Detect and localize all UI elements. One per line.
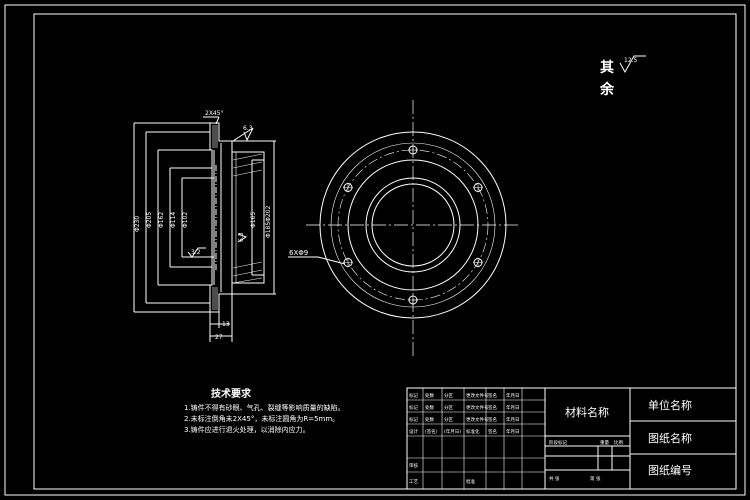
roughness-note: 其 余 12.5	[599, 55, 646, 98]
dim-d162: Φ162	[158, 212, 165, 228]
dim-27: 27	[215, 334, 223, 341]
svg-text:更改文件号: 更改文件号	[466, 392, 489, 399]
svg-text:更改文件号: 更改文件号	[466, 416, 489, 423]
outer-border	[4, 4, 746, 496]
dim-d230: Φ230	[134, 216, 141, 232]
drawing-name: 图纸名称	[648, 431, 692, 445]
svg-text:签名: 签名	[488, 392, 497, 399]
svg-text:标记: 标记	[409, 392, 418, 399]
svg-text:阶段标记: 阶段标记	[549, 439, 567, 446]
svg-text:标记: 标记	[409, 404, 418, 411]
svg-text:分区: 分区	[444, 404, 453, 411]
dim-13: 13	[222, 321, 230, 328]
title-block	[406, 387, 737, 490]
svg-text:签名: 签名	[488, 404, 497, 411]
tech-requirement-1: 1.铸件不得有砂眼、气孔、裂缝等影响质量的缺陷。	[184, 403, 345, 412]
svg-text:签名: 签名	[488, 416, 497, 423]
svg-text:标准化: 标准化	[466, 428, 480, 435]
svg-text:更改文件号: 更改文件号	[466, 404, 489, 411]
svg-text:标记: 标记	[409, 416, 418, 423]
svg-text:第 张: 第 张	[590, 475, 601, 482]
inner-roughness-right: 6.3	[238, 232, 245, 242]
bore-circle-d102	[371, 183, 455, 267]
inner-border	[33, 13, 737, 490]
roughness-label-1: 其	[600, 60, 614, 76]
roughness-value: 12.5	[624, 57, 638, 64]
svg-text:批准: 批准	[466, 478, 475, 485]
svg-text:处数: 处数	[425, 392, 434, 399]
inner-roughness-left: 3.2	[191, 249, 201, 256]
svg-text:年月日: 年月日	[506, 392, 520, 399]
unit-name: 单位名称	[648, 398, 692, 412]
top-roughness-value: 6.3	[243, 125, 253, 132]
circle-d162	[347, 159, 479, 291]
roughness-label-2: 余	[599, 81, 615, 98]
tech-requirement-2: 2.未标注倒角未2X45°，未标注圆角为R=5mm。	[184, 414, 339, 423]
front-view	[288, 100, 520, 358]
drawing-number: 图纸编号	[648, 463, 692, 477]
tech-requirements: 技术要求 1.铸件不得有砂眼、气孔、裂缝等影响质量的缺陷。 2.未标注倒角未2X…	[184, 387, 345, 434]
svg-text:重量: 重量	[600, 439, 609, 446]
circle-d114	[365, 177, 461, 273]
svg-text:分区: 分区	[444, 416, 453, 423]
svg-text:(年月日): (年月日)	[444, 428, 461, 435]
svg-text:设计: 设计	[409, 428, 418, 435]
svg-text:年月日: 年月日	[506, 416, 520, 423]
svg-text:共 张: 共 张	[549, 475, 560, 482]
material-name: 材料名称	[565, 405, 609, 419]
svg-text:工艺: 工艺	[409, 479, 418, 485]
outer-circle-d230	[319, 131, 507, 319]
dim-d185-d202: Φ185Φ202	[265, 205, 272, 238]
svg-text:年月日: 年月日	[506, 428, 520, 435]
title-block-text: 材料名称 单位名称 图纸名称 图纸编号 标记 处数 分区 更改文件号 签名 年月…	[409, 392, 692, 485]
hole-callout: 6XΦ9	[289, 249, 308, 257]
svg-text:比例: 比例	[614, 439, 623, 446]
svg-text:年月日: 年月日	[506, 404, 520, 411]
section-dimension-labels: 2X45° 6.3 Φ230 Φ205 Φ162 Φ114 Φ102 Φ165 …	[134, 110, 272, 341]
svg-text:处数: 处数	[425, 416, 434, 423]
dim-d165: Φ165	[250, 212, 257, 228]
chamfer-label: 2X45°	[205, 110, 224, 117]
svg-text:审核: 审核	[409, 462, 418, 469]
chamfer-circle	[330, 142, 496, 308]
svg-text:处数: 处数	[425, 404, 434, 411]
svg-text:签名: 签名	[488, 428, 497, 435]
svg-text:(签名): (签名)	[425, 428, 438, 435]
svg-text:分区: 分区	[444, 392, 453, 399]
tech-requirement-3: 3.铸件应进行退火处理，以消除内应力。	[184, 425, 310, 434]
tech-requirements-title: 技术要求	[211, 387, 252, 400]
section-view	[133, 116, 276, 342]
dim-d205: Φ205	[146, 212, 153, 228]
roughness-symbol-icon	[619, 55, 646, 74]
dim-d114: Φ114	[170, 212, 177, 228]
dim-d102: Φ102	[182, 212, 189, 228]
